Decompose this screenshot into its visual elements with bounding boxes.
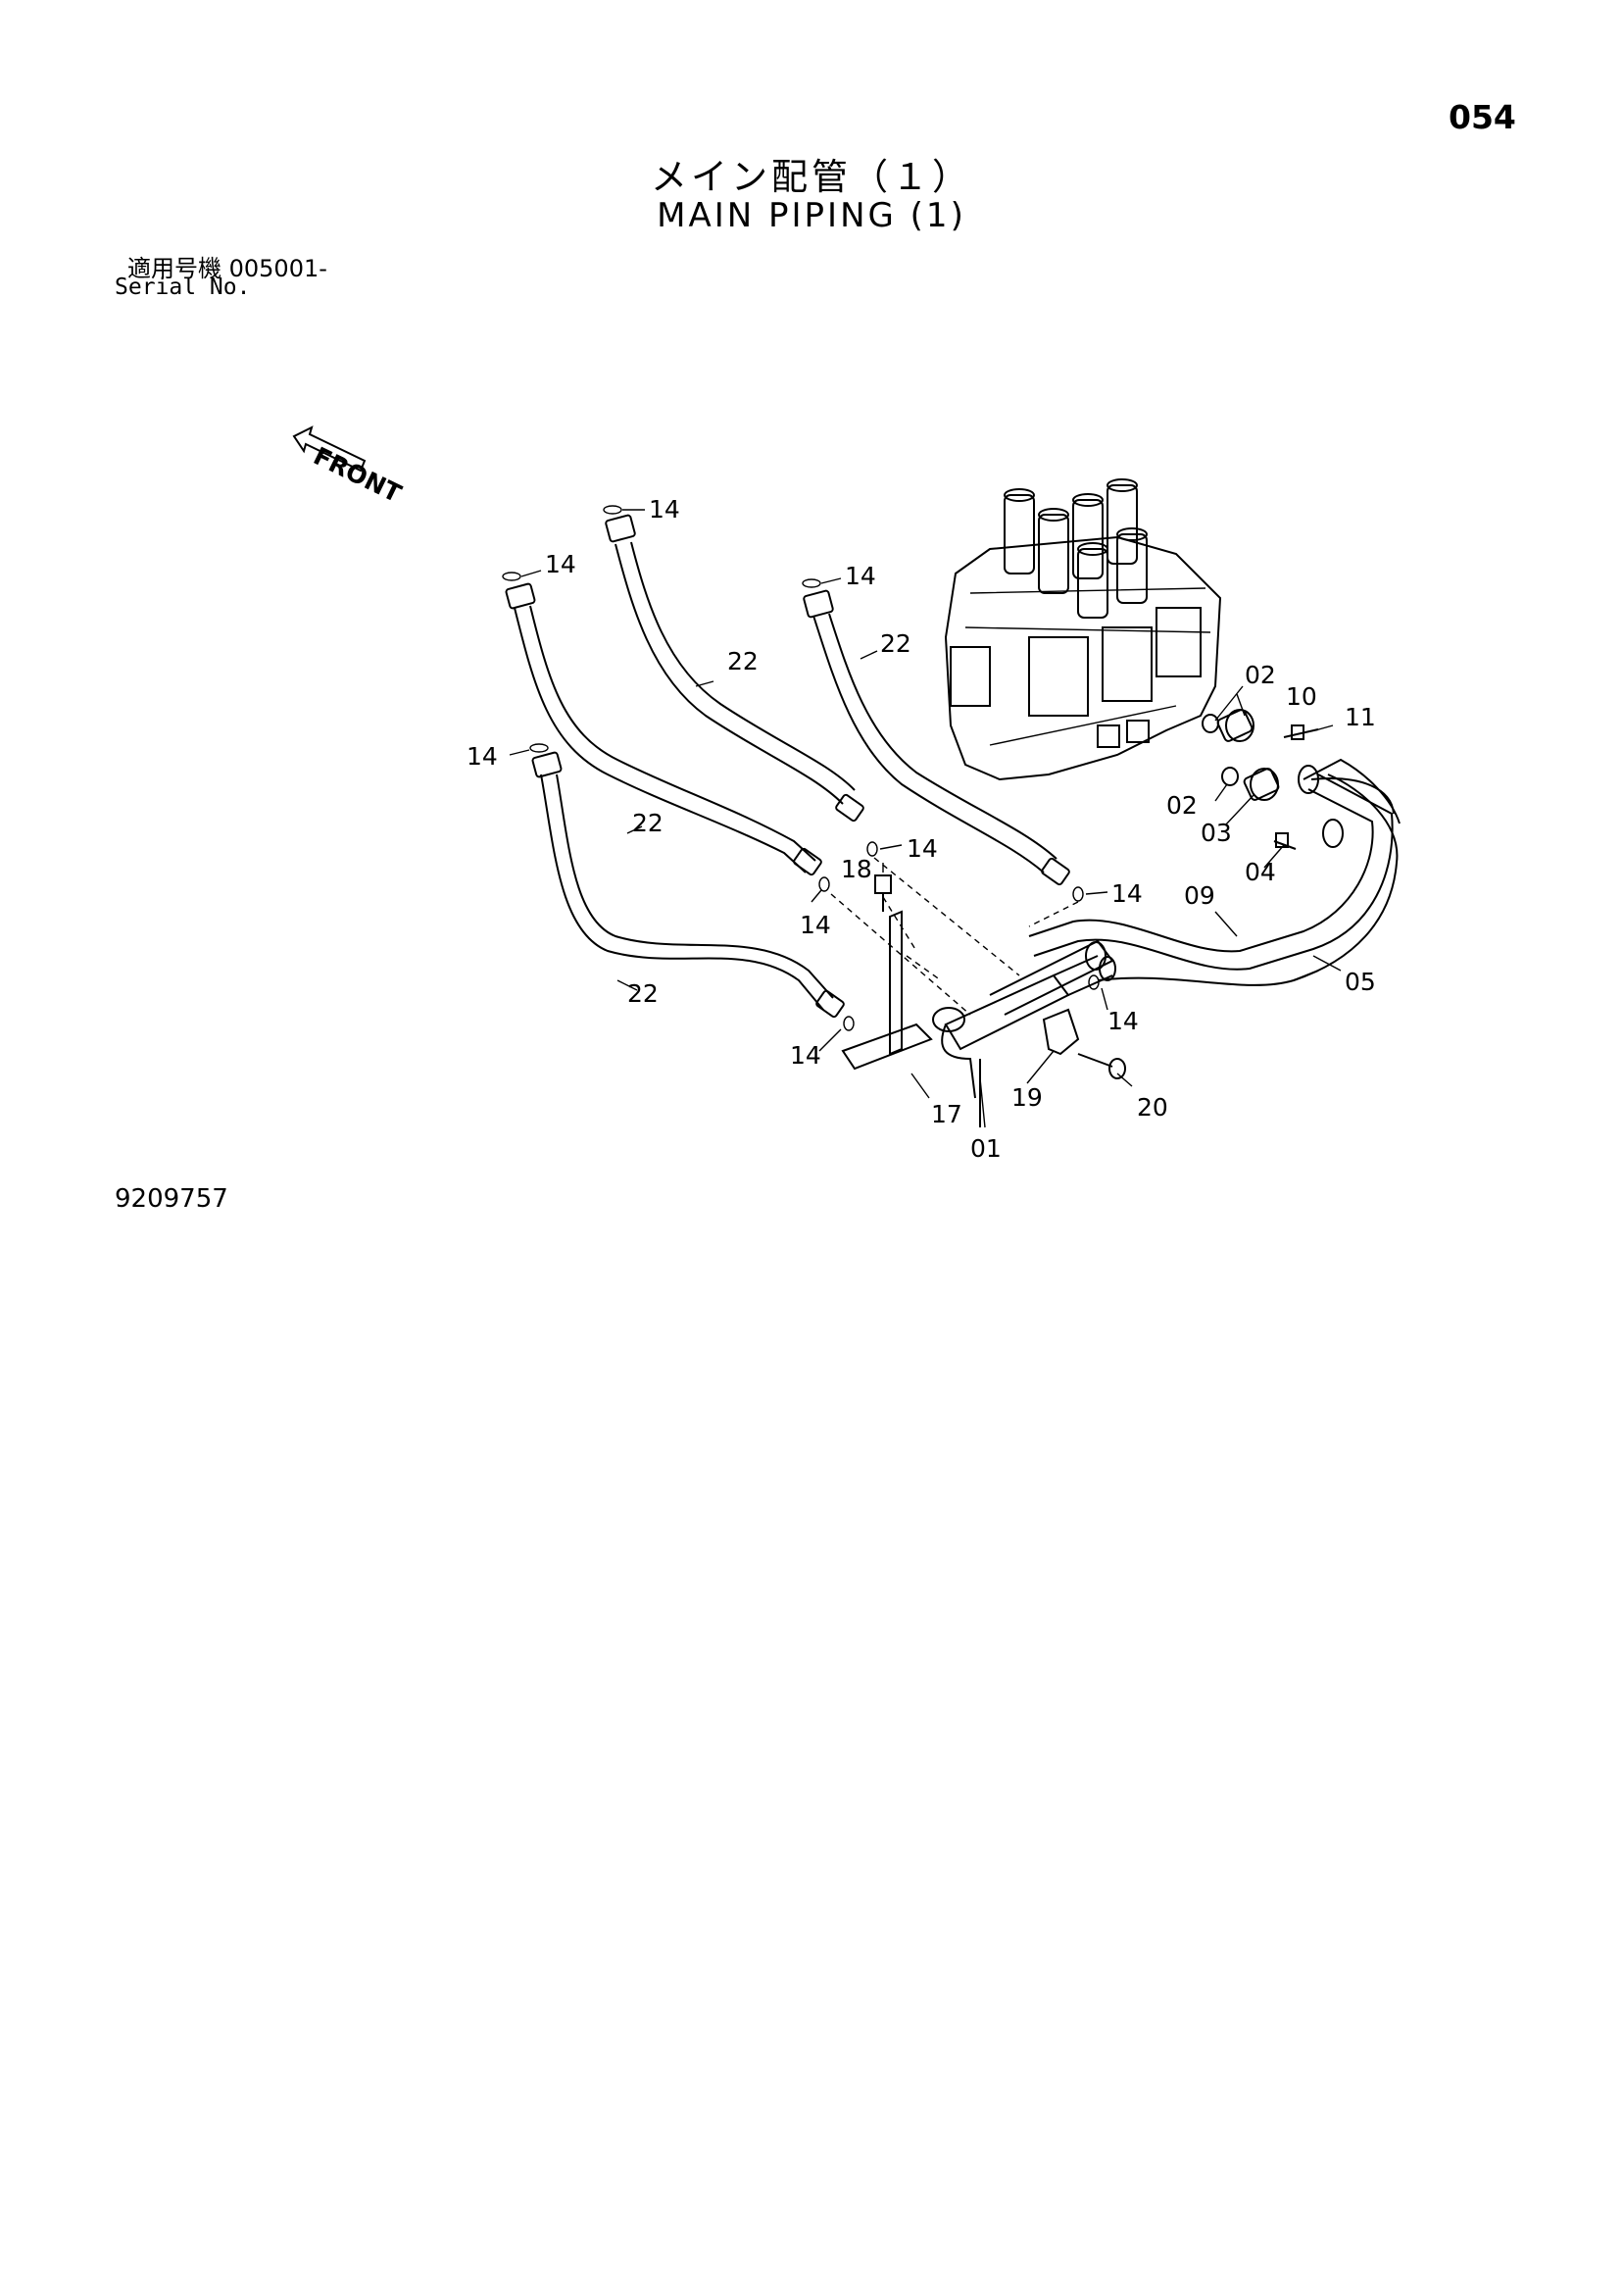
callout-14: 14: [1111, 879, 1143, 908]
oring-14-hose-c: [603, 505, 622, 515]
oring-lower: [1221, 767, 1239, 786]
callout-14: 14: [907, 834, 938, 863]
hose-a: [531, 751, 845, 1019]
serial-range-japanese: 適用号機 005001-: [127, 255, 327, 282]
callout-14: 14: [649, 495, 680, 524]
flange-upper: [1216, 709, 1254, 742]
oring-14-low-2: [1088, 974, 1100, 990]
front-arrow-icon: FRONT: [292, 425, 406, 508]
page-title: MAIN PIPING (1): [657, 196, 966, 235]
bolt-upper: [1283, 728, 1319, 738]
callout-02: 02: [1166, 791, 1198, 820]
callout-22: 22: [727, 647, 759, 675]
oring-14-hose-d: [802, 578, 821, 588]
oring-14-low-1: [843, 1016, 855, 1031]
serial-number-label: Serial No.: [115, 275, 251, 300]
hose-b: [505, 582, 822, 876]
hose-d: [803, 589, 1070, 886]
oring-14-mid-3: [1072, 886, 1084, 902]
callout-11: 11: [1345, 703, 1376, 731]
callout-14: 14: [845, 562, 876, 590]
callout-18: 18: [841, 855, 872, 883]
callout-14: 14: [1107, 1007, 1139, 1035]
oring-upper: [1202, 714, 1219, 733]
callout-09: 09: [1184, 881, 1215, 910]
callout-14: 14: [545, 550, 576, 578]
callout-14: 14: [790, 1041, 821, 1070]
plug-18: [874, 874, 892, 912]
pipe-09: [1028, 774, 1394, 971]
callout-22: 22: [632, 809, 664, 837]
front-label: FRONT: [309, 441, 406, 508]
pipe-05-end: [1303, 758, 1401, 824]
callout-03: 03: [1201, 819, 1232, 847]
callout-19: 19: [1011, 1083, 1043, 1112]
callout-10: 10: [1286, 682, 1317, 711]
leader-lines: [509, 509, 1342, 1128]
hose-c: [605, 514, 864, 823]
bracket-17: [841, 910, 933, 1071]
oring-14-hose-b: [502, 572, 521, 581]
control-valve: [944, 478, 1222, 781]
callout-04: 04: [1245, 858, 1276, 886]
pipe-end-lower: [1322, 819, 1344, 848]
oring-14-mid-1: [866, 841, 878, 857]
callout-02: 02: [1245, 661, 1276, 689]
bolt-20: [1077, 1053, 1126, 1079]
callout-14: 14: [467, 742, 498, 771]
callout-17: 17: [931, 1100, 962, 1128]
callout-22: 22: [627, 979, 659, 1008]
bolt-lower: [1273, 840, 1297, 850]
callout-05: 05: [1345, 968, 1376, 996]
drawing-number: 9209757: [115, 1184, 228, 1214]
callout-20: 20: [1137, 1093, 1168, 1122]
callout-22: 22: [880, 629, 911, 658]
bolt-upper-head: [1291, 724, 1304, 740]
block-01: [932, 939, 1116, 1127]
page-title-japanese: メイン配管（１）: [651, 156, 972, 198]
pipe-end-upper: [1298, 765, 1319, 794]
callout-14: 14: [800, 911, 831, 939]
page-number: 054: [1449, 98, 1516, 136]
flange-lower: [1243, 768, 1280, 801]
oring-14-hose-a: [529, 743, 549, 753]
oring-14-mid-2: [818, 876, 830, 892]
callout-01: 01: [970, 1134, 1002, 1163]
clamp-19: [1042, 1008, 1080, 1056]
